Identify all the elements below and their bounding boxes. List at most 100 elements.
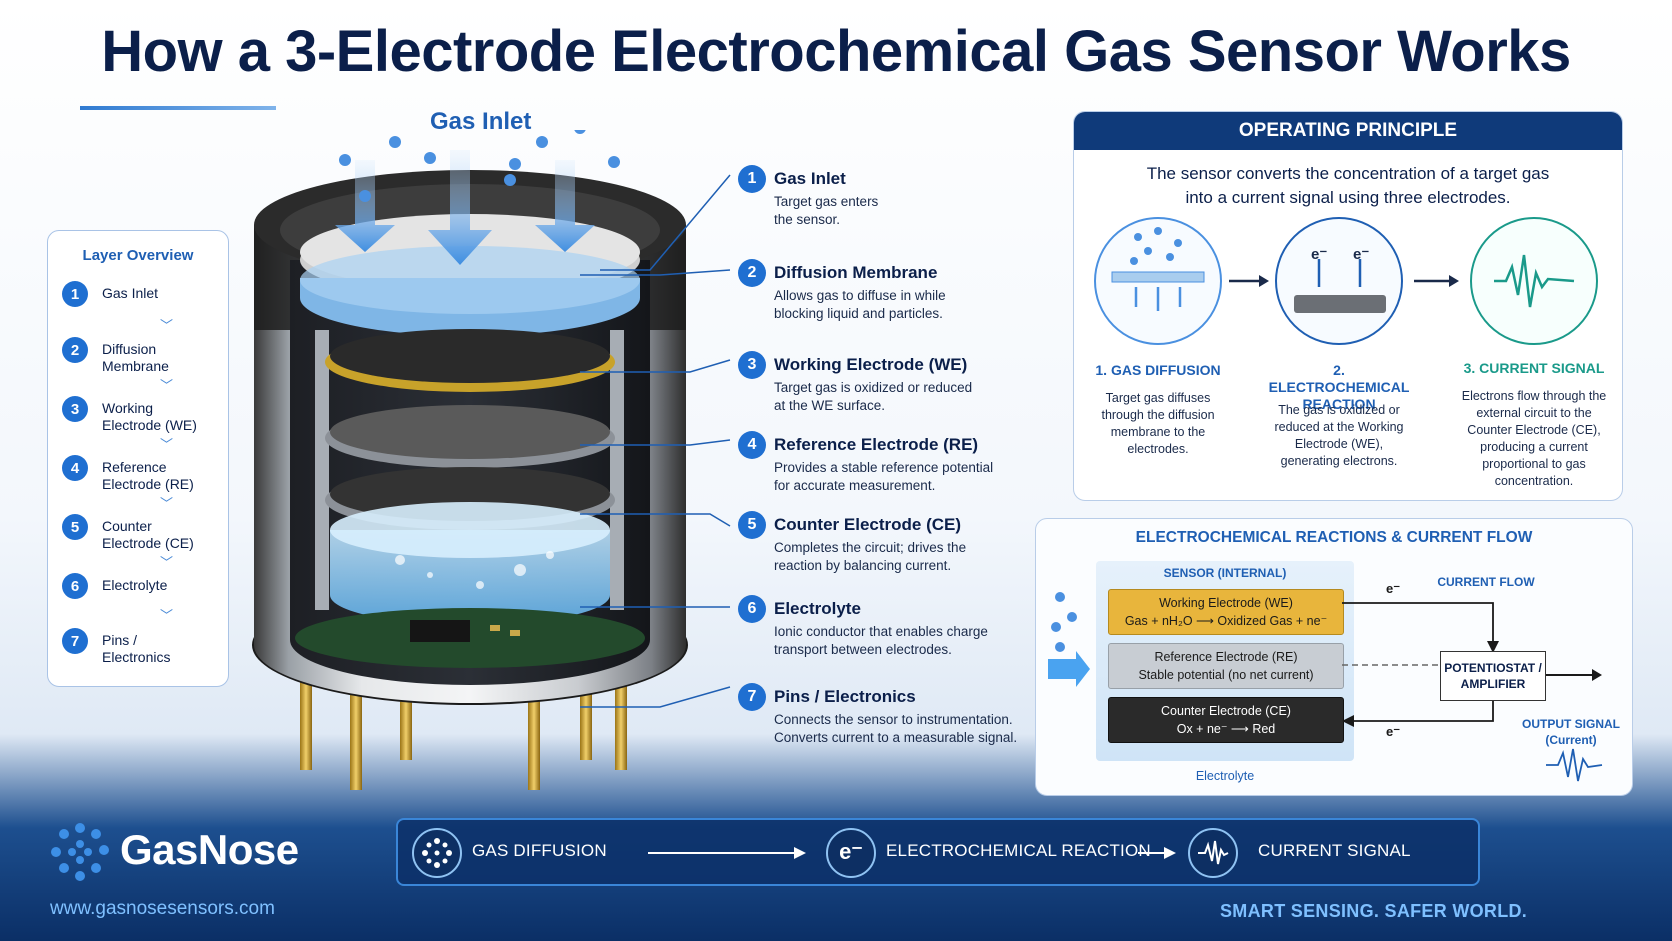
overview-label: Counter Electrode (CE) (102, 518, 194, 551)
step-number: 7 (62, 628, 88, 654)
potentiostat-label: POTENTIOSTAT / AMPLIFIER (1444, 661, 1542, 691)
operating-principle-heading: OPERATING PRINCIPLE (1074, 112, 1622, 150)
electrode-equation: Gas + nH₂O ⟶ Oxidized Gas + ne⁻ (1124, 614, 1328, 628)
callout-reference-electrode: 4 Reference Electrode (RE) Provides a st… (738, 431, 1028, 493)
step-number: 1 (738, 165, 766, 193)
callout-gas-inlet: 1 Gas Inlet Target gas enters the sensor… (738, 165, 1028, 227)
gas-diffusion-icon (412, 828, 462, 878)
step-number: 5 (62, 514, 88, 540)
overview-item-reference-electrode: 4 Reference Electrode (RE) (62, 455, 222, 493)
electron-icon: e⁻ (826, 828, 876, 878)
reference-electrode-box: Reference Electrode (RE) Stable potentia… (1108, 643, 1344, 689)
callout-counter-electrode: 5 Counter Electrode (CE) Completes the c… (738, 511, 1028, 573)
electrode-name: Reference Electrode (RE) (1154, 650, 1298, 664)
step-number: 3 (738, 351, 766, 379)
step-number: 3 (62, 396, 88, 422)
overview-label: Electrolyte (102, 577, 168, 593)
step-number: 5 (738, 511, 766, 539)
callout-working-electrode: 3 Working Electrode (WE) Target gas is o… (738, 351, 1028, 413)
bar-step-electrochemical-reaction: ELECTROCHEMICAL REACTION (886, 841, 1151, 860)
callout-title: Gas Inlet (774, 169, 846, 188)
step-desc-gas-diffusion: Target gas diffuses through the diffusio… (1101, 391, 1215, 456)
step-number: 6 (738, 595, 766, 623)
overview-label: Gas Inlet (102, 285, 159, 301)
callout-description: Target gas enters the sensor. (774, 194, 879, 227)
reactions-panel: ELECTROCHEMICAL REACTIONS & CURRENT FLOW… (1035, 518, 1633, 796)
callout-title: Reference Electrode (RE) (774, 435, 979, 454)
step-desc-electrochemical-reaction: The gas is oxidized or reduced at the Wo… (1274, 403, 1404, 468)
electrode-name: Working Electrode (WE) (1159, 596, 1293, 610)
page-title: How a 3-Electrode Electrochemical Gas Se… (101, 19, 1571, 84)
sensor-cutaway-illustration (252, 130, 688, 790)
step-number: 4 (738, 431, 766, 459)
chevron-down-icon: ﹀ (160, 496, 174, 511)
callout-title: Working Electrode (WE) (774, 355, 968, 374)
electron-symbol-2: e⁻ (1353, 246, 1370, 263)
callout-pins-electronics: 7 Pins / Electronics Connects the sensor… (738, 683, 1028, 745)
counter-electrode-box: Counter Electrode (CE) Ox + ne⁻ ⟶ Red (1108, 697, 1344, 743)
electrode-equation: Ox + ne⁻ ⟶ Red (1176, 722, 1276, 736)
overview-item-electrolyte: 6 Electrolyte (62, 573, 222, 599)
current-flow-diagram (1048, 592, 1603, 782)
overview-item-gas-inlet: 1 Gas Inlet (62, 281, 222, 307)
electron-reaction-icon (1275, 217, 1403, 345)
output-signal-label: OUTPUT SIGNAL (Current) (1522, 717, 1620, 747)
principle-icons (1094, 217, 1598, 345)
brand-tagline: SMART SENSING. SAFER WORLD. (1220, 901, 1528, 921)
callout-title: Counter Electrode (CE) (774, 515, 962, 534)
overview-label: Diffusion Membrane (102, 341, 169, 374)
step-desc-current-signal: Electrons flow through the external circ… (1461, 389, 1607, 488)
sensor-internal-label: SENSOR (INTERNAL) (1163, 566, 1287, 580)
callout-description: Allows gas to diffuse in while blocking … (774, 288, 946, 321)
brand-url[interactable]: www.gasnosesensors.com (50, 898, 275, 919)
working-electrode-box: Working Electrode (WE) Gas + nH₂O ⟶ Oxid… (1108, 589, 1344, 635)
process-summary-bar: GAS DIFFUSION e⁻ ELECTROCHEMICAL REACTIO… (396, 818, 1480, 886)
step-number: 1 (62, 281, 88, 307)
callout-description: Connects the sensor to instrumentation. … (774, 712, 1018, 745)
overview-item-diffusion-membrane: 2 Diffusion Membrane (62, 337, 222, 375)
callout-description: Provides a stable reference potential fo… (774, 460, 994, 493)
electron-symbol-1: e⁻ (1311, 246, 1328, 263)
step-title-current-signal: 3. CURRENT SIGNAL (1463, 360, 1605, 376)
chevron-down-icon: ﹀ (160, 555, 174, 570)
current-flow-label: CURRENT FLOW (1437, 575, 1535, 589)
step-title-gas-diffusion: 1. GAS DIFFUSION (1095, 362, 1221, 378)
overview-item-pins-electronics: 7 Pins / Electronics (62, 628, 222, 666)
arrow-right-icon (648, 847, 806, 859)
callout-title: Electrolyte (774, 599, 861, 618)
bar-step-current-signal: CURRENT SIGNAL (1258, 841, 1411, 860)
bar-step-gas-diffusion: GAS DIFFUSION (472, 841, 607, 860)
chevron-down-icon: ﹀ (160, 318, 174, 333)
step-title-electrochemical-reaction: 2. ELECTROCHEMICAL REACTION (1268, 362, 1410, 412)
electron-label-top: e⁻ (1386, 581, 1401, 596)
overview-item-working-electrode: 3 Working Electrode (WE) (62, 396, 222, 434)
step-number: 2 (738, 259, 766, 287)
step-number: 6 (62, 573, 88, 599)
overview-item-counter-electrode: 5 Counter Electrode (CE) (62, 514, 222, 552)
step-number: 7 (738, 683, 766, 711)
gas-inlet-label: Gas Inlet (430, 108, 532, 135)
layer-overview-panel: Layer Overview 1 Gas Inlet ﹀ 2 Diffusion… (47, 230, 229, 687)
callout-description: Completes the circuit; drives the reacti… (774, 540, 967, 573)
title-underline (80, 106, 276, 110)
electrolyte-label: Electrolyte (1195, 769, 1255, 783)
overview-label: Reference Electrode (RE) (102, 459, 194, 492)
callout-title: Diffusion Membrane (774, 263, 938, 282)
overview-label: Working Electrode (WE) (102, 400, 197, 433)
electron-icon-text: e⁻ (839, 839, 863, 864)
callout-description: Target gas is oxidized or reduced at the… (774, 380, 973, 413)
overview-label: Pins / Electronics (102, 632, 171, 665)
step-number: 4 (62, 455, 88, 481)
layer-overview-heading: Layer Overview (82, 247, 194, 264)
reactions-heading: ELECTROCHEMICAL REACTIONS & CURRENT FLOW (1135, 529, 1533, 546)
electron-label-bottom: e⁻ (1386, 724, 1401, 739)
electrode-equation: Stable potential (no net current) (1138, 668, 1314, 682)
arrow-right-icon (1138, 847, 1176, 859)
brand-name: GasNose (120, 826, 299, 873)
callout-electrolyte: 6 Electrolyte Ionic conductor that enabl… (738, 595, 1028, 657)
current-signal-icon (1188, 828, 1238, 878)
chevron-down-icon: ﹀ (160, 437, 174, 452)
callout-leader-lines (580, 174, 731, 708)
step-number: 2 (62, 337, 88, 363)
callout-description: Ionic conductor that enables charge tran… (774, 624, 988, 657)
